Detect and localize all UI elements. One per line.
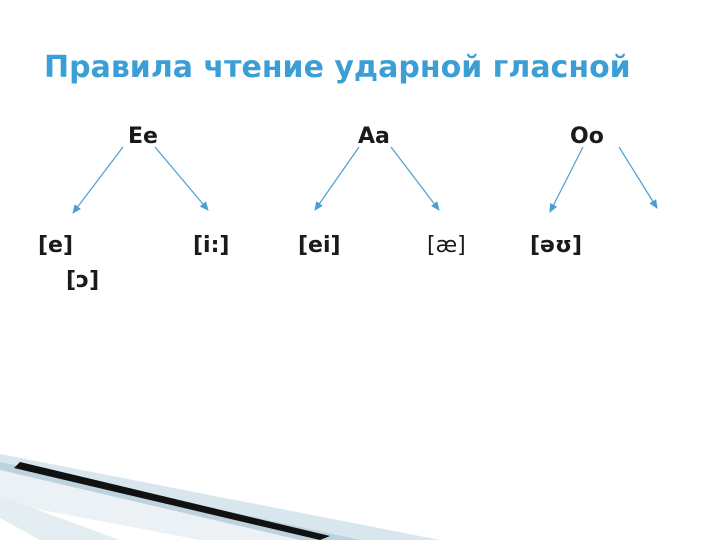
slide-title: Правила чтение ударной гласной bbox=[44, 50, 631, 85]
phoneme-o-short: [ɔ] bbox=[66, 268, 100, 293]
phoneme-e-long: [i:] bbox=[193, 233, 230, 258]
phoneme-o-diphthong: [əʊ] bbox=[530, 233, 583, 258]
decorative-swoosh bbox=[0, 454, 440, 540]
arrow-ee-right bbox=[154, 146, 209, 211]
arrow-oo-right bbox=[618, 146, 658, 209]
arrow-aa-right bbox=[390, 146, 440, 211]
letter-aa: Aa bbox=[358, 124, 390, 149]
letter-oo: Oo bbox=[570, 124, 604, 149]
phoneme-a-short: [æ] bbox=[427, 233, 466, 258]
arrow-aa-left bbox=[314, 146, 360, 211]
arrow-oo-left bbox=[549, 146, 584, 213]
phoneme-e-short: [e] bbox=[38, 233, 74, 258]
arrow-ee-left bbox=[72, 146, 124, 214]
phoneme-a-diphthong: [ei] bbox=[298, 233, 341, 258]
letter-ee: Ee bbox=[128, 124, 158, 149]
